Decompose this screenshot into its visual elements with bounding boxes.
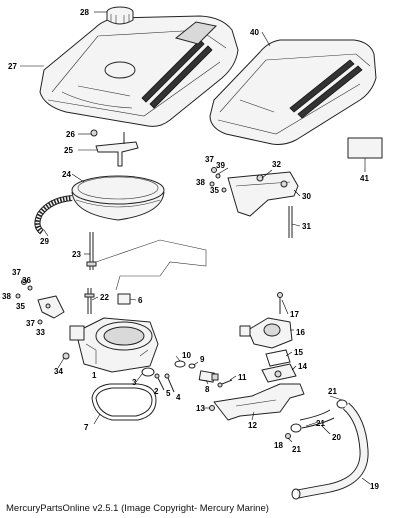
o-ring-9[interactable] bbox=[188, 363, 196, 369]
callout-15[interactable]: 15 bbox=[294, 348, 303, 357]
throttle-body[interactable] bbox=[69, 317, 159, 373]
stud-22[interactable] bbox=[84, 288, 95, 314]
copyright-footer: MercuryPartsOnline v2.5.1 (Image Copyrig… bbox=[6, 503, 269, 514]
mounting-bracket-30[interactable] bbox=[227, 171, 299, 217]
callout-29[interactable]: 29 bbox=[40, 237, 49, 246]
callout-22[interactable]: 22 bbox=[100, 293, 109, 302]
callout-40[interactable]: 40 bbox=[250, 28, 259, 37]
callout-31[interactable]: 31 bbox=[302, 222, 311, 231]
callout-10[interactable]: 10 bbox=[182, 351, 191, 360]
gasket-7[interactable] bbox=[91, 383, 157, 421]
bracket-12[interactable] bbox=[213, 383, 305, 421]
oil-filler-cap[interactable] bbox=[106, 6, 134, 25]
washer-37-upper[interactable] bbox=[211, 167, 217, 173]
callout-20[interactable]: 20 bbox=[332, 433, 341, 442]
callout-32[interactable]: 32 bbox=[272, 160, 281, 169]
nut-38-upper[interactable] bbox=[209, 181, 215, 187]
flame-arrestor[interactable] bbox=[71, 175, 165, 221]
callout-24[interactable]: 24 bbox=[62, 170, 71, 179]
callout-34[interactable]: 34 bbox=[54, 367, 63, 376]
callout-9[interactable]: 9 bbox=[200, 355, 205, 364]
leader-lines bbox=[20, 11, 371, 485]
callout-18[interactable]: 18 bbox=[274, 441, 283, 450]
callout-8[interactable]: 8 bbox=[205, 385, 210, 394]
callout-13[interactable]: 13 bbox=[196, 404, 205, 413]
bracket-25[interactable] bbox=[95, 132, 139, 167]
engine-cover-right[interactable] bbox=[209, 39, 377, 145]
callout-38-upper[interactable]: 38 bbox=[196, 178, 205, 187]
callout-19[interactable]: 19 bbox=[370, 482, 379, 491]
callout-labels: 28 27 40 41 26 25 24 29 23 37 39 38 35 3… bbox=[2, 8, 379, 491]
callout-21-b[interactable]: 21 bbox=[328, 387, 337, 396]
callout-1[interactable]: 1 bbox=[92, 371, 97, 380]
callout-21-c[interactable]: 21 bbox=[316, 419, 325, 428]
callout-35-upper[interactable]: 35 bbox=[210, 186, 219, 195]
callout-28[interactable]: 28 bbox=[80, 8, 89, 17]
callout-39[interactable]: 39 bbox=[216, 161, 225, 170]
callout-14[interactable]: 14 bbox=[298, 362, 307, 371]
washer-37-lower[interactable] bbox=[37, 319, 43, 325]
nut-38-left[interactable] bbox=[15, 293, 21, 299]
callout-2[interactable]: 2 bbox=[154, 387, 159, 396]
nut-26[interactable] bbox=[90, 129, 98, 137]
nut-36[interactable] bbox=[27, 285, 33, 291]
hose-clamp-21-a[interactable] bbox=[290, 423, 302, 433]
callout-37-left[interactable]: 37 bbox=[12, 268, 21, 277]
vent-hose[interactable] bbox=[34, 195, 73, 235]
callout-12[interactable]: 12 bbox=[248, 421, 257, 430]
adapter-14[interactable] bbox=[261, 363, 297, 383]
gasket-15[interactable] bbox=[265, 349, 291, 367]
callout-6[interactable]: 6 bbox=[138, 296, 143, 305]
screw-35-upper[interactable] bbox=[221, 187, 227, 193]
callout-25[interactable]: 25 bbox=[64, 146, 73, 155]
screw-34[interactable] bbox=[62, 352, 70, 360]
callout-21-a[interactable]: 21 bbox=[292, 445, 301, 454]
sensor-6[interactable] bbox=[117, 293, 131, 305]
screw-18[interactable] bbox=[285, 433, 291, 439]
screw-11[interactable] bbox=[217, 379, 233, 388]
callout-5[interactable]: 5 bbox=[166, 389, 171, 398]
callout-17[interactable]: 17 bbox=[290, 310, 299, 319]
callout-27[interactable]: 27 bbox=[8, 62, 17, 71]
screw-4[interactable] bbox=[164, 373, 175, 393]
callout-38-left[interactable]: 38 bbox=[2, 292, 11, 301]
stud-23[interactable] bbox=[86, 232, 97, 270]
screw-5[interactable] bbox=[154, 373, 165, 391]
o-ring-10[interactable] bbox=[174, 360, 186, 368]
callout-3[interactable]: 3 bbox=[132, 378, 137, 387]
callout-37-lower[interactable]: 37 bbox=[26, 319, 35, 328]
fitting-8[interactable] bbox=[198, 370, 219, 383]
callout-7[interactable]: 7 bbox=[84, 423, 89, 432]
stud-31[interactable] bbox=[288, 206, 293, 238]
callout-26[interactable]: 26 bbox=[66, 130, 75, 139]
throttle-lever-33[interactable] bbox=[37, 295, 65, 319]
callout-36[interactable]: 36 bbox=[22, 276, 31, 285]
iac-valve-16[interactable] bbox=[239, 317, 293, 349]
hose-20[interactable] bbox=[299, 409, 335, 429]
engine-cover-left[interactable] bbox=[39, 15, 239, 127]
callout-37-upper[interactable]: 37 bbox=[205, 155, 214, 164]
washer-39[interactable] bbox=[215, 173, 221, 179]
callout-35-left[interactable]: 35 bbox=[16, 302, 25, 311]
callout-4[interactable]: 4 bbox=[176, 393, 181, 402]
washer-37-left[interactable] bbox=[21, 279, 27, 285]
nut-13[interactable] bbox=[209, 405, 215, 411]
callout-41[interactable]: 41 bbox=[360, 174, 369, 183]
kit-box[interactable] bbox=[347, 137, 383, 159]
hose-19[interactable] bbox=[291, 402, 369, 500]
callout-23[interactable]: 23 bbox=[72, 250, 81, 259]
o-ring-2[interactable] bbox=[141, 367, 155, 377]
callout-30[interactable]: 30 bbox=[302, 192, 311, 201]
callout-11[interactable]: 11 bbox=[238, 373, 247, 382]
throttle-bracket-outline bbox=[95, 239, 207, 291]
callout-33[interactable]: 33 bbox=[36, 328, 45, 337]
screw-17[interactable] bbox=[277, 292, 283, 315]
callout-16[interactable]: 16 bbox=[296, 328, 305, 337]
